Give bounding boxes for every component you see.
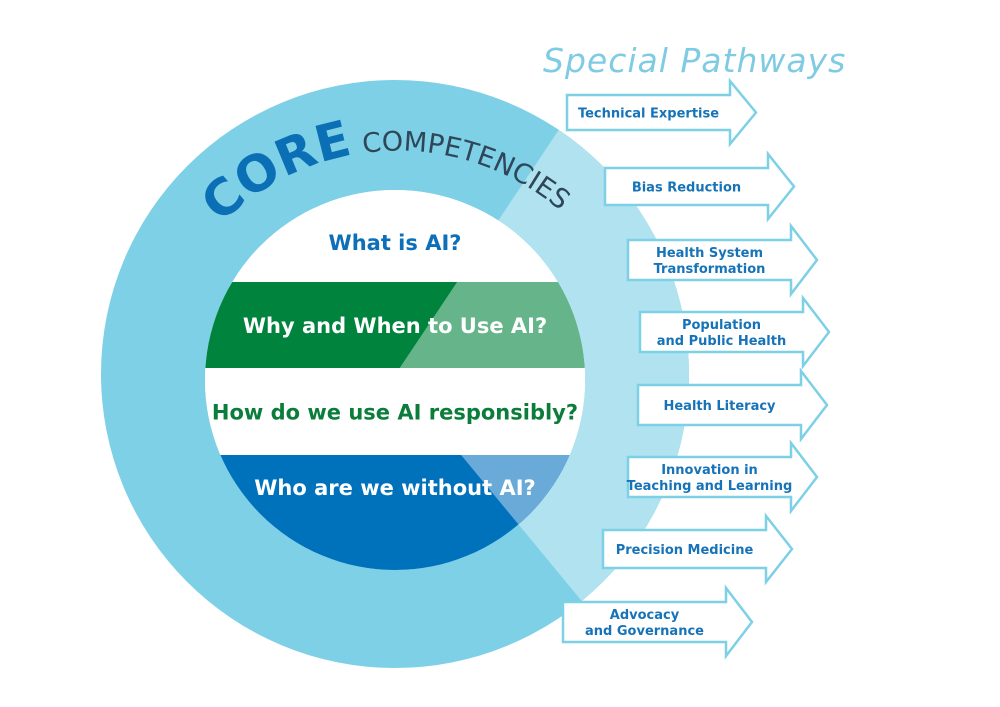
pathway-label: Precision Medicine [616, 543, 754, 558]
band-2-label: Why and When to Use AI? [243, 314, 547, 338]
pathway-label: Health Literacy [663, 399, 776, 414]
arrow-shape [626, 222, 819, 298]
pathway-label-line: and Public Health [657, 334, 787, 349]
pathway-arrow: Bias Reduction [603, 150, 796, 223]
pathway-label: Technical Expertise [578, 107, 719, 122]
arrow-shape [636, 367, 829, 443]
pathway-label-line: and Governance [585, 624, 704, 639]
band-1-label: What is AI? [329, 231, 462, 255]
arrow-shape [603, 150, 796, 223]
pathway-label-line: Transformation [654, 262, 766, 277]
pathway-label-line: Population [682, 318, 761, 333]
band-4-label: Who are we without AI? [254, 476, 535, 500]
pathway-label-line: Innovation in [661, 463, 758, 478]
arrow-shape [561, 584, 754, 660]
pathway-label: Bias Reduction [632, 181, 741, 196]
pathway-label-line: Advocacy [610, 608, 680, 623]
pathway-label-line: Teaching and Learning [627, 479, 793, 494]
arrow-shape [565, 77, 758, 148]
pathway-arrow: Precision Medicine [601, 512, 794, 586]
band-3-label: How do we use AI responsibly? [212, 401, 578, 425]
outer-ring-pathway-wedge [395, 128, 689, 640]
pathway-label-line: Health System [656, 246, 763, 261]
pathway-arrow: Technical Expertise [565, 77, 758, 148]
pathway-arrow: Health Literacy [636, 367, 829, 443]
special-pathways-title: Special Pathways [543, 41, 846, 80]
arrow-shape [601, 512, 794, 586]
arrow-shape [626, 439, 819, 515]
arrow-shape [638, 294, 831, 370]
